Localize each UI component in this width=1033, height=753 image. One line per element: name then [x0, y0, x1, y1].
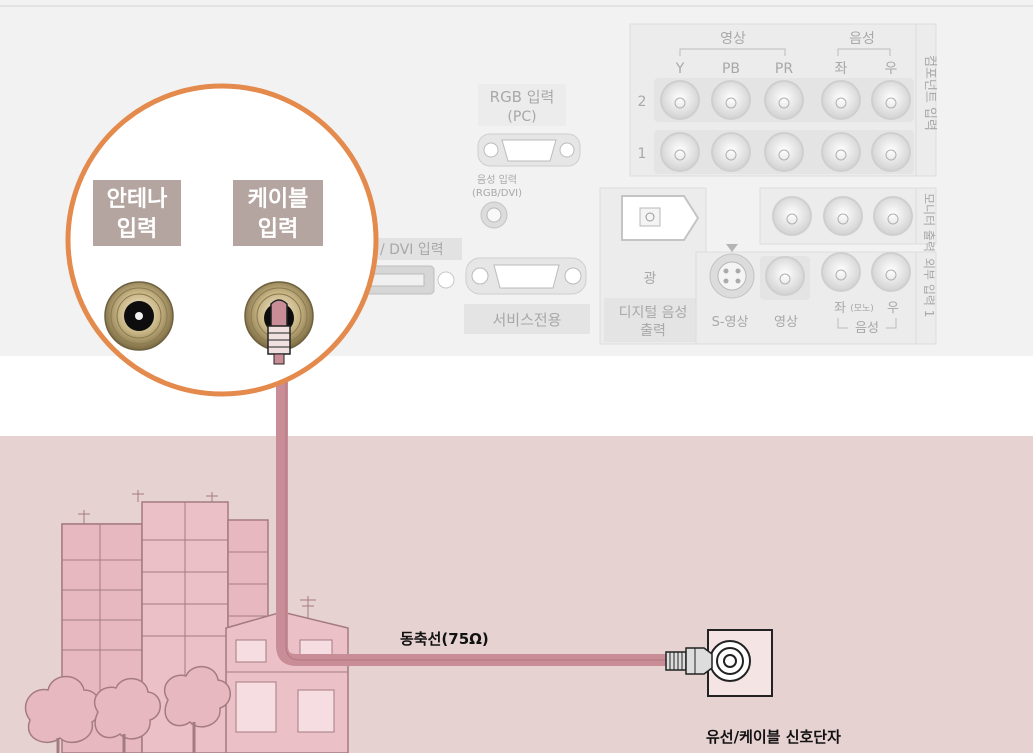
cable-label-line1: 케이블: [248, 187, 309, 212]
svideo-label: S-영상: [712, 315, 749, 330]
cable-label-line2: 입력: [258, 217, 298, 242]
rgb-label-line2: (PC): [507, 109, 536, 125]
coax-cable: [276, 352, 672, 666]
digital-audio-line1: 디지털 음성: [619, 305, 688, 321]
component-col-y: Y: [675, 61, 685, 77]
ext-audio-right-jack[interactable]: [871, 252, 911, 292]
ext-video-jack[interactable]: [765, 256, 805, 296]
coax-plug: [267, 299, 291, 365]
rgb-pc-port[interactable]: [477, 133, 581, 167]
coax-label: 동축선(75Ω): [400, 630, 489, 648]
digital-audio-line2: 출력: [640, 323, 666, 339]
ext-input-side: 외부 입력 1: [922, 258, 936, 317]
outlet-label: 유선/케이블 신호단자: [706, 728, 841, 746]
jack-pr-2[interactable]: [764, 80, 804, 120]
cable-wall-outlet: [665, 629, 773, 697]
jack-y-1[interactable]: [660, 132, 700, 172]
audio-rgb-jack[interactable]: [480, 201, 508, 229]
jack-audio-left-2[interactable]: [821, 80, 861, 120]
service-port-block: 서비스전용: [464, 257, 590, 334]
rgb-label-line1: RGB 입력: [490, 88, 555, 106]
ext-audio-label: 음성: [855, 321, 879, 336]
monitor-jack-2[interactable]: [823, 196, 863, 236]
antenna-input-jack[interactable]: [104, 281, 174, 351]
component-col-pb: PB: [722, 61, 740, 77]
jack-pr-1[interactable]: [764, 132, 804, 172]
monitor-output-block: 모니터 출력: [759, 187, 937, 252]
house: [225, 611, 349, 753]
component-side-label: 컴포넌트 입력: [922, 55, 937, 131]
component-col-pr: PR: [775, 61, 793, 77]
jack-y-2[interactable]: [660, 80, 700, 120]
dvi-label: / DVI 입력: [380, 242, 444, 258]
optical-port[interactable]: [621, 195, 700, 241]
optical-label: 광: [644, 271, 657, 287]
jack-audio-left-1[interactable]: [821, 132, 861, 172]
monitor-jack-3[interactable]: [873, 196, 913, 236]
component-group-video: 영상: [720, 31, 746, 47]
cable-label-box: [233, 180, 323, 246]
antenna-label-line2: 입력: [117, 217, 157, 242]
trees: [24, 666, 231, 753]
ext-mono-label: (모노): [850, 303, 874, 314]
jack-audio-right-2[interactable]: [871, 80, 911, 120]
audio-rgb-line1: 음성 입력: [477, 173, 517, 186]
component-col-right: 우: [885, 61, 898, 77]
component-group-audio: 음성: [849, 31, 875, 47]
callout-magnifier: 안테나 입력 케이블 입력: [65, 83, 379, 397]
svideo-port[interactable]: [709, 253, 755, 299]
component-col-left: 좌: [835, 61, 848, 77]
service-label: 서비스전용: [492, 311, 561, 329]
antenna-label-line1: 안테나: [107, 187, 168, 212]
ext-audio-left-jack[interactable]: [821, 252, 861, 292]
external-input-block: S-영상 영상 좌 (모노) 우 음성 외부 입력 1: [695, 244, 937, 345]
service-port[interactable]: [465, 257, 587, 295]
monitor-jack-1[interactable]: [772, 196, 812, 236]
rgb-input-block: RGB 입력 (PC) 음성 입력 (RGB/DVI): [472, 84, 581, 229]
component-jacks: [660, 80, 911, 172]
jack-pb-1[interactable]: [711, 132, 751, 172]
ext-left-label: 좌: [834, 301, 846, 316]
video-label: 영상: [774, 315, 798, 330]
digital-audio-block: 광 디지털 음성 출력: [599, 187, 707, 345]
component-row-1: 1: [638, 146, 647, 162]
antenna-label-box: [93, 180, 181, 246]
apartment-buildings: [61, 490, 316, 753]
audio-rgb-line2: (RGB/DVI): [472, 188, 522, 199]
monitor-out-side: 모니터 출력: [922, 193, 936, 252]
component-row-2: 2: [638, 94, 647, 110]
jack-audio-right-1[interactable]: [871, 132, 911, 172]
ext-right-label: 우: [887, 301, 899, 316]
jack-pb-2[interactable]: [711, 80, 751, 120]
